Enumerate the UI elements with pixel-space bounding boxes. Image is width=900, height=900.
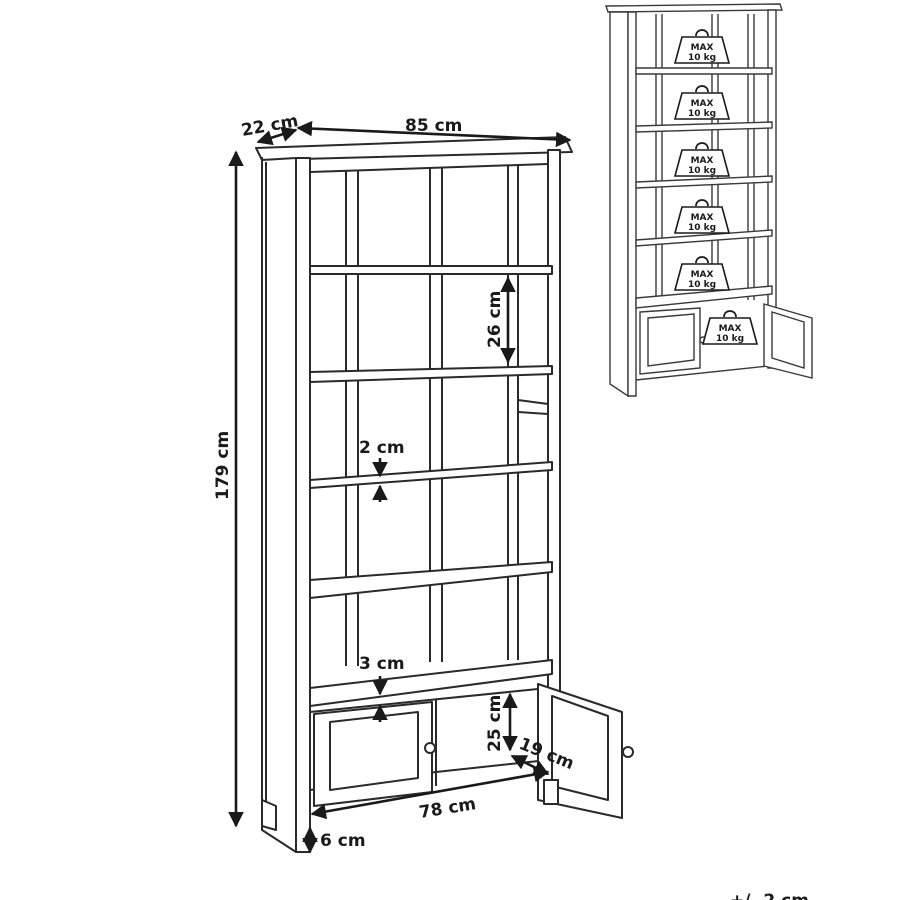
dim-shelf-thickness-label: 2 cm: [359, 438, 405, 458]
weight-label-kg: 10 kg: [716, 334, 744, 344]
weight-label-kg: 10 kg: [688, 280, 716, 290]
dim-cabinet-height-label: 25 cm: [485, 695, 505, 752]
weight-label-kg: 10 kg: [688, 109, 716, 119]
weight-icon: MAX 10 kg: [674, 85, 730, 120]
dim-leg-height-label: 6 cm: [320, 831, 366, 851]
weight-label-kg: 10 kg: [688, 53, 716, 63]
dim-width-line: [296, 120, 572, 148]
dim-inner-width-line: [310, 766, 550, 820]
dimension-lines: [228, 120, 572, 854]
weight-icon: MAX 10 kg: [674, 256, 730, 291]
weight-label-max: MAX: [691, 156, 714, 166]
dim-depth-label: 22 cm: [240, 111, 300, 141]
weight-label-max: MAX: [691, 43, 714, 53]
dim-base-thickness-label: 3 cm: [359, 654, 405, 674]
weight-label-max: MAX: [691, 99, 714, 109]
weight-label-max: MAX: [691, 213, 714, 223]
weight-diagram: MAX 10 kg MAX 10 kg MAX 10 kg MAX 10 kg …: [605, 3, 813, 398]
dim-depth-line: [256, 126, 298, 146]
weight-icon: MAX 10 kg: [674, 29, 730, 64]
weight-icon: MAX 10 kg: [702, 310, 758, 345]
dim-inner-width-label: 78 cm: [418, 794, 478, 823]
dim-shelf-gap-label: 26 cm: [485, 291, 505, 348]
weight-icon: MAX 10 kg: [674, 142, 730, 177]
weight-label-max: MAX: [719, 324, 742, 334]
dimension-labels: 22 cm 85 cm 179 cm 26 cm 2 cm 3 cm 25 cm…: [213, 111, 577, 851]
dim-width-label: 85 cm: [405, 116, 462, 136]
dim-height-label: 179 cm: [213, 431, 233, 500]
main-bookcase: [255, 136, 634, 853]
weight-label-kg: 10 kg: [688, 166, 716, 176]
weight-label-kg: 10 kg: [688, 223, 716, 233]
weight-icon: MAX 10 kg: [674, 199, 730, 234]
weight-label-max: MAX: [691, 270, 714, 280]
tolerance-note: +/- 2 cm: [730, 891, 809, 900]
